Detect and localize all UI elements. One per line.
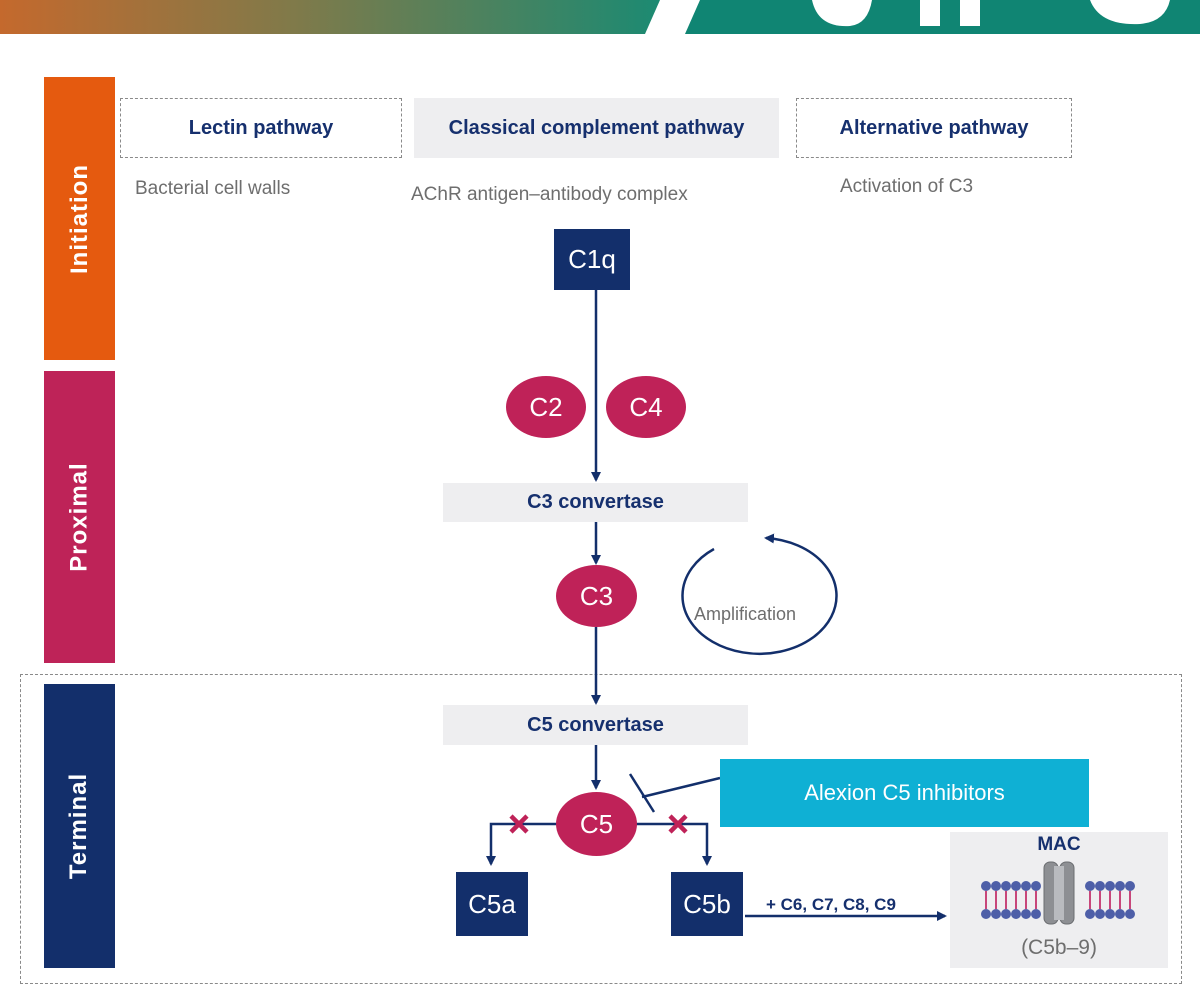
lectin-trigger: Bacterial cell walls <box>135 178 291 199</box>
stage-terminal: Terminal <box>44 684 115 968</box>
c5-convertase-label: C5 convertase <box>527 713 664 736</box>
classical-trigger: AChR antigen–antibody complex <box>411 184 688 205</box>
c5-inhibitors-label: Alexion C5 inhibitors <box>804 780 1005 805</box>
logo-fragment-3 <box>960 0 980 26</box>
lectin-pathway-box: Lectin pathway <box>120 98 402 158</box>
alternative-trigger: Activation of C3 <box>840 176 974 197</box>
c3-convertase-box: C3 convertase <box>443 483 748 522</box>
c3-node: C3 <box>556 565 637 627</box>
top-banner <box>0 0 1200 34</box>
c5-label: C5 <box>579 808 614 839</box>
c1q-node: C1q <box>554 229 630 290</box>
c5-node: C5 <box>556 792 637 856</box>
alternative-pathway-title: Alternative pathway <box>839 116 1029 139</box>
amplification-loop <box>681 533 838 656</box>
c5a-label: C5a <box>468 888 516 919</box>
membrane-pore-icon <box>981 861 1135 925</box>
c5b-node: C5b <box>671 872 743 936</box>
mac-panel: MAC (C5b–9) <box>950 832 1168 968</box>
c3-convertase-label: C3 convertase <box>527 491 664 513</box>
alternative-pathway-box: Alternative pathway <box>796 98 1072 158</box>
logo-fragment-2 <box>920 0 940 26</box>
x-mark-icon <box>509 814 529 834</box>
t-bar-inhibition-icon <box>628 773 721 813</box>
c2-node: C2 <box>506 376 586 438</box>
arrow-c5-to-c5a <box>486 822 558 866</box>
classical-pathway-box: Classical complement pathway <box>414 98 779 158</box>
cofactors-label: + C6, C7, C8, C9 <box>766 895 896 914</box>
x-mark-icon <box>668 814 688 834</box>
c4-node: C4 <box>606 376 686 438</box>
c5a-node: C5a <box>456 872 528 936</box>
logo-fragment-4 <box>1090 0 1170 25</box>
c3-label: C3 <box>579 580 614 611</box>
mac-subtitle: (C5b–9) <box>1021 936 1097 959</box>
c2-label: C2 <box>529 391 563 422</box>
mac-title: MAC <box>1037 834 1081 855</box>
amplification-label: Amplification <box>694 604 797 624</box>
c1q-label: C1q <box>568 244 616 274</box>
c5-inhibitors-box: Alexion C5 inhibitors <box>720 759 1089 827</box>
c5-convertase-box: C5 convertase <box>443 705 748 745</box>
classical-pathway-title: Classical complement pathway <box>448 116 745 139</box>
stage-proximal: Proximal <box>44 371 115 663</box>
logo-fragment-1 <box>812 0 872 27</box>
arrow-c5-to-c5b <box>634 822 712 866</box>
c5b-label: C5b <box>683 888 731 919</box>
lectin-pathway-title: Lectin pathway <box>188 116 334 139</box>
stage-initiation: Initiation <box>44 77 115 360</box>
c4-label: C4 <box>629 391 663 422</box>
